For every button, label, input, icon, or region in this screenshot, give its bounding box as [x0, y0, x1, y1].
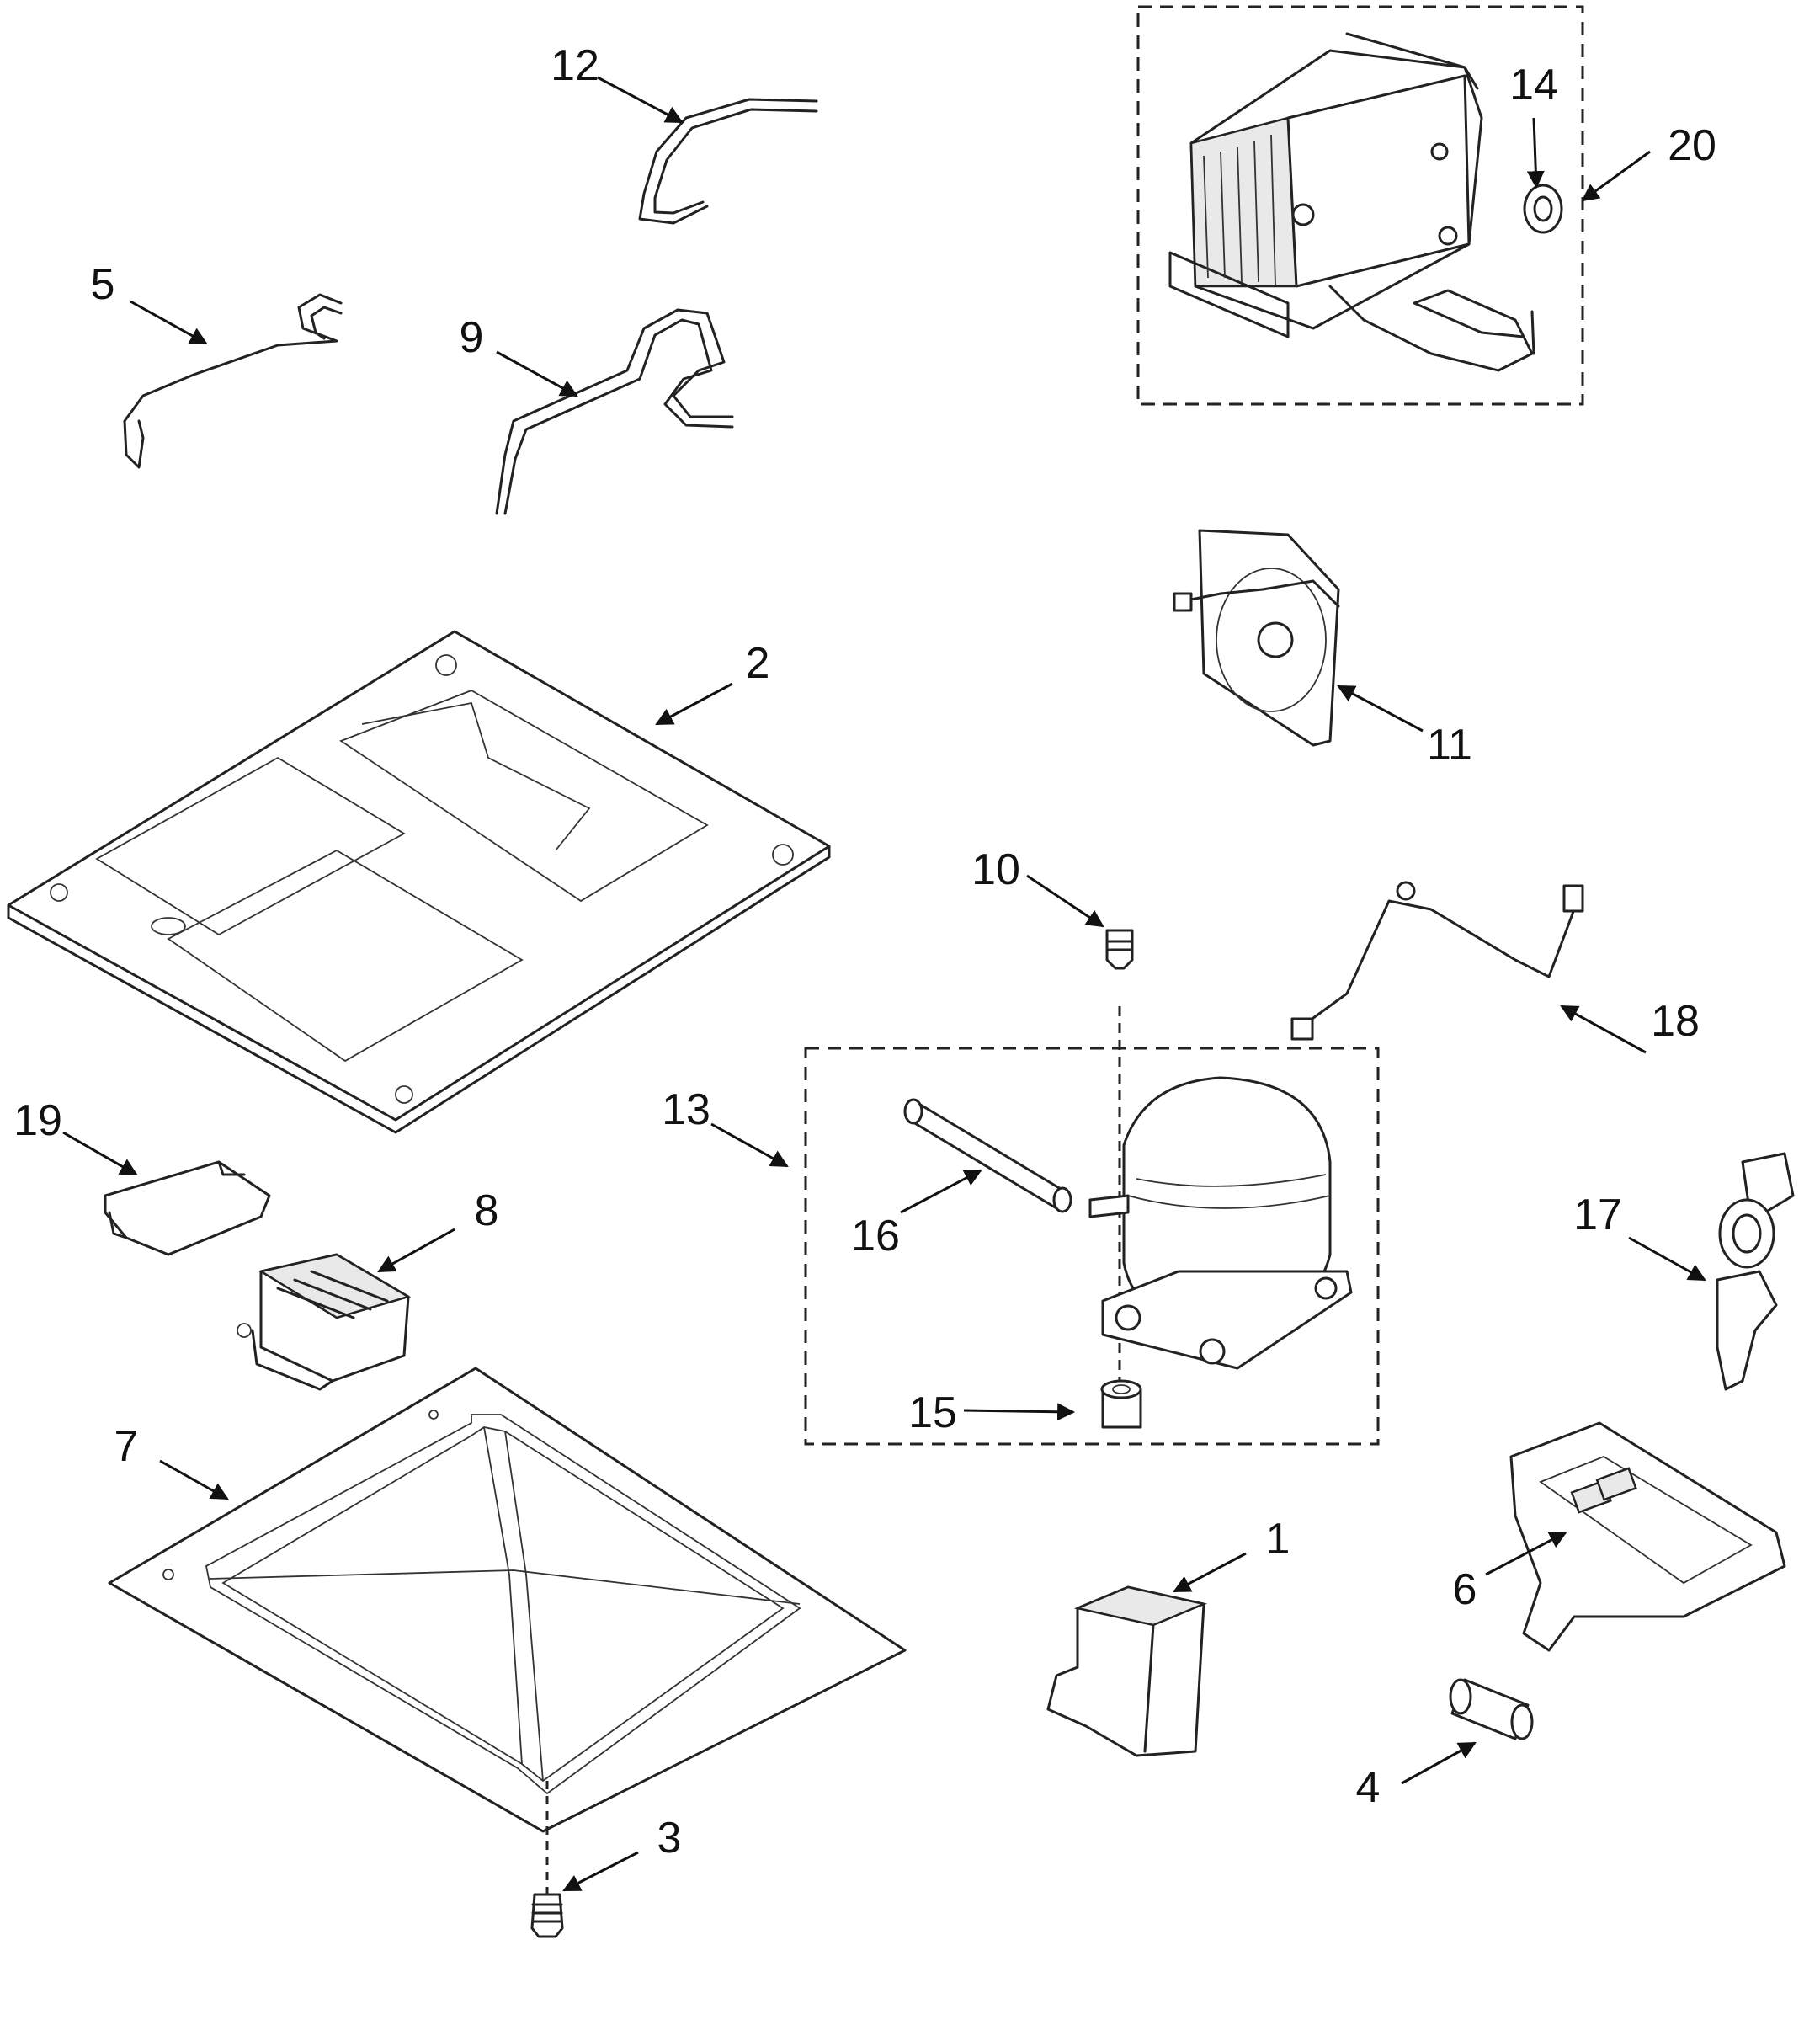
- callout-arrows: [62, 76, 1706, 1892]
- arrow-18: [1560, 1005, 1647, 1054]
- part-9-tube: [495, 308, 734, 515]
- callout-2: 2: [746, 639, 770, 688]
- arrow-15: [963, 1403, 1076, 1421]
- part-10-screw: [1105, 929, 1134, 970]
- arrow-12: [597, 76, 684, 124]
- callout-17: 17: [1573, 1191, 1622, 1239]
- callout-10: 10: [971, 845, 1020, 894]
- callout-4: 4: [1356, 1763, 1381, 1812]
- part-4-tube: [1449, 1678, 1534, 1740]
- callout-13: 13: [662, 1085, 710, 1134]
- arrow-4: [1401, 1741, 1477, 1785]
- part-1-relay-cover: [1046, 1585, 1208, 1757]
- part-3-screw: [530, 1781, 564, 1938]
- callout-9: 9: [460, 313, 484, 362]
- callout-16: 16: [851, 1212, 900, 1260]
- part-5-tube: [123, 293, 343, 469]
- arrow-3: [562, 1851, 639, 1892]
- callout-1: 1: [1266, 1515, 1290, 1564]
- arrow-2: [655, 682, 733, 726]
- part-7-bottom-plate: [108, 1367, 907, 1833]
- part-11-fan: [1173, 529, 1340, 747]
- part-18-wire-harness: [1290, 881, 1584, 1041]
- part-19-bracket: [104, 1160, 271, 1256]
- callout-12: 12: [551, 41, 599, 90]
- arrow-6: [1485, 1531, 1567, 1576]
- callout-labels: 12 5 9 14 20 2 11 10 18 13 16 15 19 8 7 …: [13, 41, 1716, 1862]
- callout-15: 15: [908, 1388, 957, 1437]
- callout-6: 6: [1453, 1565, 1477, 1614]
- arrow-19: [62, 1131, 138, 1176]
- arrow-1: [1173, 1552, 1247, 1593]
- arrow-14: [1526, 117, 1545, 189]
- arrow-13: [710, 1122, 789, 1168]
- callout-8: 8: [475, 1186, 499, 1235]
- callout-11: 11: [1427, 721, 1472, 770]
- callout-19: 19: [13, 1096, 62, 1145]
- callout-3: 3: [657, 1814, 682, 1862]
- arrow-7: [159, 1459, 229, 1500]
- arrow-16: [900, 1169, 982, 1214]
- arrow-8: [377, 1228, 455, 1273]
- arrow-17: [1628, 1236, 1706, 1282]
- arrow-5: [130, 300, 208, 345]
- part-12-tube: [638, 98, 818, 225]
- part-2-base-plate: [7, 630, 831, 1134]
- callout-14: 14: [1509, 61, 1558, 109]
- arrow-11: [1337, 685, 1424, 733]
- callout-7: 7: [114, 1422, 139, 1471]
- part-8-control: [237, 1253, 412, 1391]
- part-17-fitting: [1716, 1152, 1795, 1391]
- callout-5: 5: [91, 260, 115, 309]
- callout-20: 20: [1668, 121, 1716, 170]
- assembly-13-compressor: [804, 1006, 1380, 1446]
- part-6-tray: [1509, 1421, 1786, 1652]
- arrow-20: [1581, 150, 1651, 202]
- arrow-9: [496, 350, 578, 397]
- arrow-10: [1026, 874, 1104, 928]
- assembly-20-evaporator: [1136, 5, 1584, 406]
- callout-18: 18: [1651, 997, 1700, 1046]
